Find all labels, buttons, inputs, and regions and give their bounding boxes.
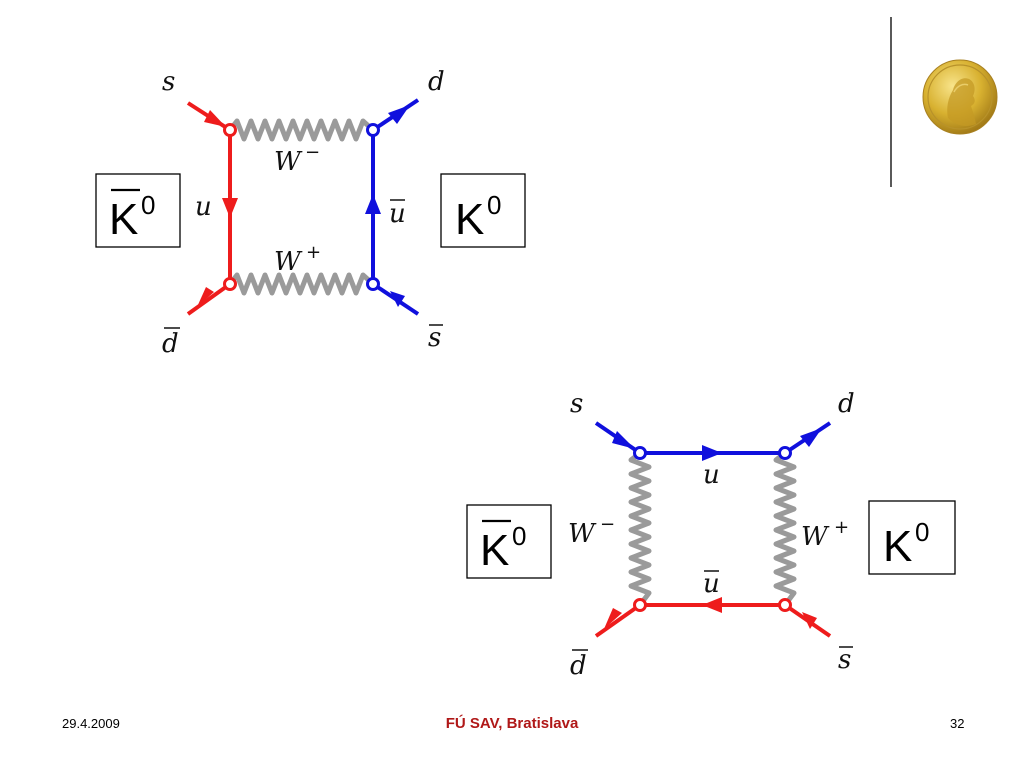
dbar-quark-line xyxy=(186,282,232,316)
label-w-minus-sup-bottom: − xyxy=(600,514,615,535)
label-dbar-bottom: d xyxy=(570,651,587,681)
vertex-bottom-left-bottom xyxy=(633,598,647,612)
kbar-letter-bottom: K xyxy=(480,526,509,575)
dbar-quark-line-bottom xyxy=(594,603,642,638)
label-w-plus-bottom: W xyxy=(801,522,830,552)
footer-date: 29.4.2009 xyxy=(62,716,120,731)
label-ubar: u xyxy=(389,199,406,229)
vertex-top-left xyxy=(223,123,237,137)
label-u-bottom: u xyxy=(703,460,720,490)
label-w-minus-bottom: W xyxy=(568,519,597,549)
label-sbar: s xyxy=(428,323,441,353)
dbar-quark-arrow-bottom xyxy=(604,608,622,629)
s-quark-arrow-bottom xyxy=(612,431,635,449)
u-quark-arrow-bottom xyxy=(702,445,722,461)
vertex-bottom-right-bottom xyxy=(778,598,792,612)
k-letter-bottom: K xyxy=(883,522,912,571)
label-d-bottom: d xyxy=(838,389,855,419)
w-minus-boson-top xyxy=(228,118,375,142)
feynman-diagram-bottom: s d d s u u W − W + K 0 K 0 xyxy=(466,389,956,681)
vertex-top-left-bottom xyxy=(633,446,647,460)
s-quark-arrow xyxy=(204,110,226,127)
sbar-quark-arrow-bottom xyxy=(802,612,817,629)
nobel-medal-icon xyxy=(922,59,998,135)
vertex-bottom-right xyxy=(366,277,380,291)
w-plus-boson-top xyxy=(228,272,375,296)
kaon-box-top: K 0 xyxy=(440,173,526,248)
kaon-bar-box-top: K 0 xyxy=(95,173,181,248)
w-minus-boson-bottom xyxy=(628,451,652,607)
label-w-plus-sup: + xyxy=(306,242,321,263)
dbar-quark-arrow xyxy=(197,287,214,307)
kbar-letter: K xyxy=(109,195,138,244)
label-dbar: d xyxy=(162,329,179,359)
vertex-top-right xyxy=(366,123,380,137)
feynman-diagram-top: s d d s u u W − W + K 0 K 0 xyxy=(95,67,526,359)
label-ubar-bottom: u xyxy=(703,569,720,599)
u-quark-arrow xyxy=(222,198,238,218)
label-d: d xyxy=(428,67,445,97)
ubar-quark-arrow xyxy=(365,194,381,214)
k-letter: K xyxy=(455,195,484,244)
label-w-minus-sup: − xyxy=(305,142,320,163)
label-w-plus-sup-bottom: + xyxy=(834,517,849,538)
d-quark-arrow xyxy=(388,105,410,124)
vertex-bottom-left xyxy=(223,277,237,291)
label-w-plus: W xyxy=(274,247,303,277)
k-sup-bottom: 0 xyxy=(915,517,929,547)
d-quark-arrow-bottom xyxy=(800,428,822,447)
ubar-quark-arrow-bottom xyxy=(702,597,722,613)
w-plus-boson-bottom xyxy=(773,451,797,607)
kbar-sup: 0 xyxy=(141,190,155,220)
kbar-sup-bottom: 0 xyxy=(512,521,526,551)
vertex-top-right-bottom xyxy=(778,446,792,460)
label-w-minus: W xyxy=(274,147,303,177)
page-number: 32 xyxy=(950,716,965,731)
label-u: u xyxy=(195,192,212,222)
footer-title: FÚ SAV, Bratislava xyxy=(445,715,579,732)
sbar-quark-arrow xyxy=(390,291,405,307)
label-sbar-bottom: s xyxy=(838,645,851,675)
kaon-box-bottom: K 0 xyxy=(868,500,956,575)
label-s: s xyxy=(162,67,175,97)
label-s-bottom: s xyxy=(570,389,583,419)
k-sup: 0 xyxy=(487,190,501,220)
kaon-bar-box-bottom: K 0 xyxy=(466,504,552,579)
